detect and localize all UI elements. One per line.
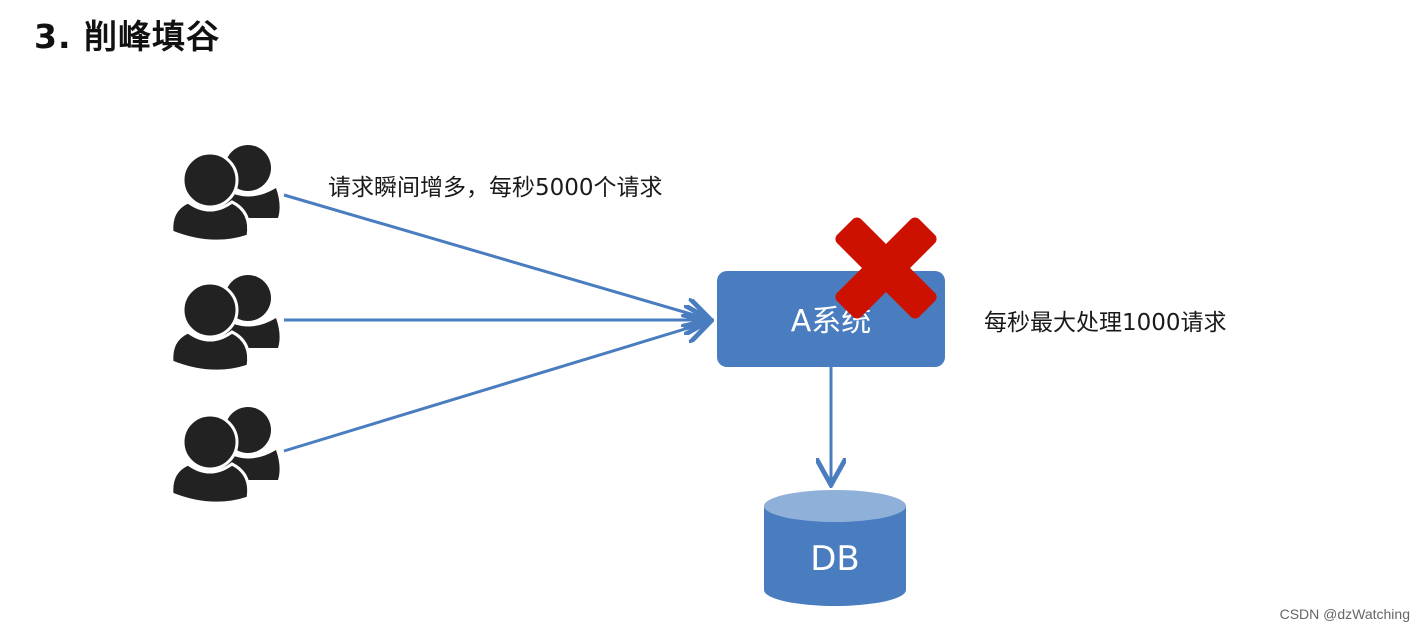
request-arrow-bottom — [283, 322, 708, 453]
db-label: DB — [810, 539, 860, 579]
page-title: 3. 削峰填谷 — [34, 17, 220, 56]
red-cross-icon — [835, 217, 937, 319]
request-arrow-top — [283, 193, 708, 319]
user-group-icon-middle — [170, 273, 282, 373]
watermark: CSDN @dzWatching — [1279, 606, 1410, 622]
user-group-icon-top — [170, 143, 282, 243]
capacity-note: 每秒最大处理1000请求 — [984, 310, 1227, 336]
user-group-icon-bottom — [170, 405, 282, 505]
request-rate-note: 请求瞬间增多，每秒5000个请求 — [328, 175, 663, 201]
system-a-box — [717, 271, 945, 367]
database-icon — [764, 490, 906, 606]
